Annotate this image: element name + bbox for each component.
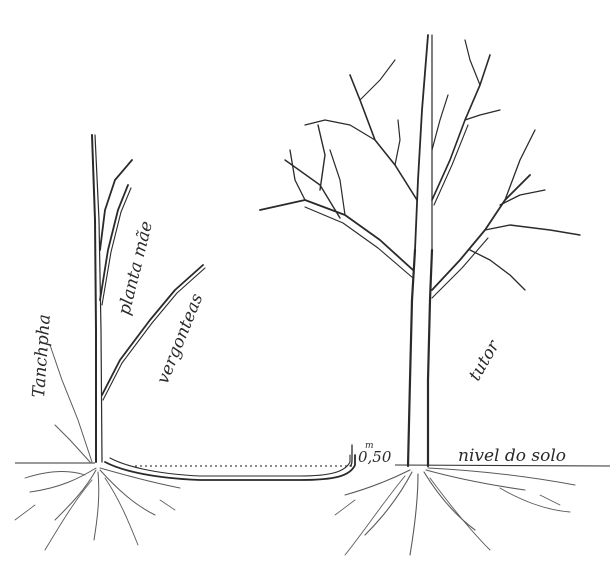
tanchpha-label: Tanchpha (29, 314, 55, 399)
mother-plant-roots (15, 468, 180, 550)
ground-level-label: nivel do solo (458, 446, 566, 466)
planta-mae-label: planta mãe (114, 219, 157, 317)
vergonteas-label: vergonteas (153, 290, 207, 386)
tutor-label: tutor (465, 337, 504, 385)
layered-stem (105, 455, 355, 480)
height-value-label: 0,50 (358, 448, 392, 466)
tutor-tree (260, 35, 580, 466)
tutor-roots (335, 468, 575, 555)
